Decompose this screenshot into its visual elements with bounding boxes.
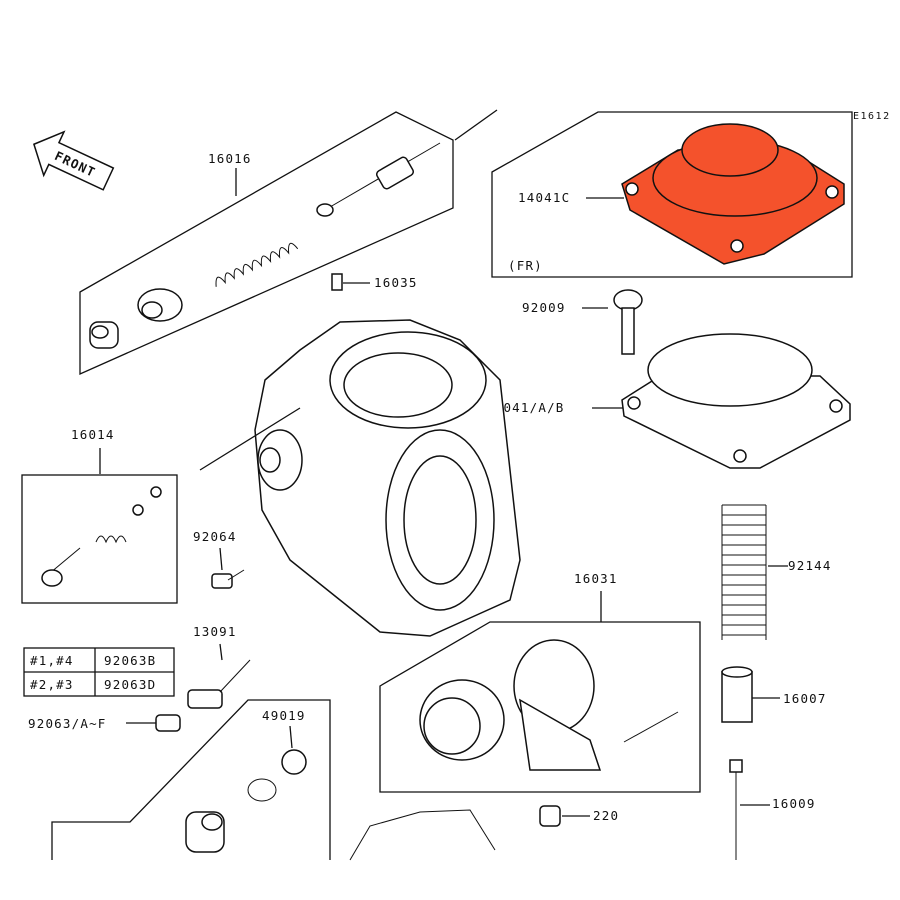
screw-92009: 92009: [522, 289, 643, 355]
label-13091: 13091: [193, 624, 237, 639]
jet-16035: 16035: [331, 273, 418, 291]
spring-92144: 92144: [721, 504, 832, 640]
needle-cap: [89, 321, 119, 349]
variant-table: #1,#4 92063B #2,#3 92063D: [23, 647, 175, 697]
carburetor-body: [199, 319, 521, 637]
kit-box-16016: 16016: [79, 109, 498, 376]
jet-92063: 92063/A~F: [28, 714, 181, 732]
washer: [132, 504, 144, 516]
spring-part: [215, 242, 299, 287]
starter-plunger-13091: 13091: [187, 624, 251, 709]
label-92064: 92064: [193, 529, 237, 544]
label-16031: 16031: [574, 571, 618, 586]
kit-box-49019: 49019: [51, 699, 331, 860]
jet-needle-part: [316, 142, 441, 217]
carburetor-top-cover-highlighted: [621, 123, 845, 265]
label-92009: 92009: [522, 300, 566, 315]
o-ring: [150, 486, 162, 498]
variant-part-1: 92063B: [104, 653, 156, 668]
front-arrow-icon: FRONT: [33, 130, 115, 191]
variant-cyl-2: #2,#3: [30, 677, 74, 692]
label-92063a: 92063/A~F: [28, 716, 107, 731]
label-14041c: 14041C: [518, 190, 570, 205]
kit-box-16031: 16031: [379, 571, 701, 793]
fr-cap-box: (FR) 14041C: [491, 111, 853, 278]
needle-holder-nut: [137, 288, 183, 322]
label-92144: 92144: [788, 558, 832, 573]
label-16009: 16009: [772, 796, 816, 811]
label-16007: 16007: [783, 691, 827, 706]
screw-220: 220: [539, 805, 619, 827]
variant-part-2: 92063D: [104, 677, 156, 692]
pilot-screw-part: [41, 547, 81, 587]
label-16016: 16016: [208, 151, 252, 166]
pilot-spring: [95, 535, 127, 544]
variant-cyl-1: #1,#4: [30, 653, 74, 668]
retainer-16007: 16007: [721, 666, 827, 723]
needle-16009: 16009: [729, 759, 816, 860]
fr-note: (FR): [508, 258, 543, 273]
label-49019: 49019: [262, 708, 306, 723]
label-14041ab: 14041/A/B: [486, 400, 565, 415]
float-bowl-gasket: [349, 809, 496, 861]
label-16035: 16035: [374, 275, 418, 290]
fitting-92064: 92064: [193, 529, 245, 589]
carburetor-top-cover: 14041/A/B: [486, 333, 851, 469]
label-16014: 16014: [71, 427, 115, 442]
diagram-id: E1612: [853, 111, 891, 122]
kit-box-16014: 16014: [21, 427, 178, 604]
label-220: 220: [593, 808, 619, 823]
